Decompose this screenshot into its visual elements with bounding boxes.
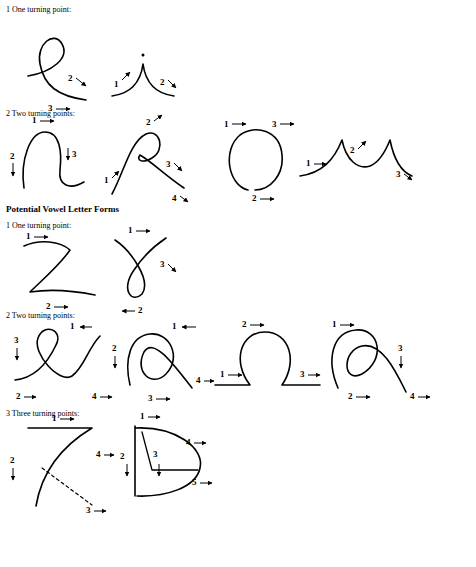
stroke-number: 3 bbox=[72, 150, 77, 159]
stroke-number: 2 bbox=[10, 456, 15, 465]
section-heading: 3 Three turning points: bbox=[6, 410, 79, 418]
stroke-number: 1 bbox=[70, 322, 75, 331]
stroke-number: 2 bbox=[252, 194, 257, 203]
stroke-number: 1 bbox=[140, 412, 145, 421]
stroke-number: 4 bbox=[186, 438, 191, 447]
stroke-number: 2 bbox=[68, 74, 73, 83]
stroke-number: 3 bbox=[14, 336, 19, 345]
stroke-number: 5 bbox=[192, 478, 197, 487]
section-heading: 1 One turning point: bbox=[6, 6, 71, 14]
stroke-number: 3 bbox=[396, 170, 401, 179]
stroke-number: 3 bbox=[166, 160, 171, 169]
stroke-number: 1 bbox=[224, 120, 229, 129]
stroke-number: 2 bbox=[138, 306, 143, 315]
stroke-number: 3 bbox=[86, 506, 91, 515]
stroke-number: 3 bbox=[272, 120, 277, 129]
stroke-number: 4 bbox=[96, 450, 101, 459]
section-heading: 2 Two turning points: bbox=[6, 312, 75, 320]
stroke-number: 4 bbox=[172, 194, 177, 203]
stroke-number: 4 bbox=[410, 392, 415, 401]
stroke-number: 3 bbox=[160, 260, 165, 269]
stroke-number: 2 bbox=[160, 78, 165, 87]
stroke-number: 2 bbox=[10, 152, 15, 161]
stroke-number: 1 bbox=[128, 226, 133, 235]
stroke-number: 1 bbox=[26, 232, 31, 241]
section-heading: 2 Two turning points: bbox=[6, 110, 75, 118]
stroke-number: 1 bbox=[32, 116, 37, 125]
stroke-number: 3 bbox=[398, 344, 403, 353]
section-heading: 1 One turning point: bbox=[6, 222, 71, 230]
stroke-number: 2 bbox=[242, 320, 247, 329]
stroke-number: 3 bbox=[153, 450, 158, 459]
stroke-number: 3 bbox=[148, 394, 153, 403]
stroke-number: 4 bbox=[92, 392, 97, 401]
stroke-number: 2 bbox=[46, 302, 51, 311]
stroke-number: 2 bbox=[348, 392, 353, 401]
stroke-number: 1 bbox=[114, 80, 119, 89]
stroke-number: 2 bbox=[350, 146, 355, 155]
stroke-number: 2 bbox=[112, 344, 117, 353]
stroke-number: 2 bbox=[146, 118, 151, 127]
stroke-number: 3 bbox=[300, 370, 305, 379]
stroke-number: 1 bbox=[172, 322, 177, 331]
stroke-number: 1 bbox=[104, 176, 109, 185]
stroke-number: 1 bbox=[306, 159, 311, 168]
stroke-number: 1 bbox=[220, 370, 225, 379]
stroke-number: 1 bbox=[52, 414, 57, 423]
stroke-number: 1 bbox=[332, 320, 337, 329]
stroke-number: 2 bbox=[120, 452, 125, 461]
stroke-number: 4 bbox=[196, 376, 201, 385]
group-heading: Potential Vowel Letter Forms bbox=[6, 205, 119, 214]
stroke-number: 2 bbox=[16, 392, 21, 401]
